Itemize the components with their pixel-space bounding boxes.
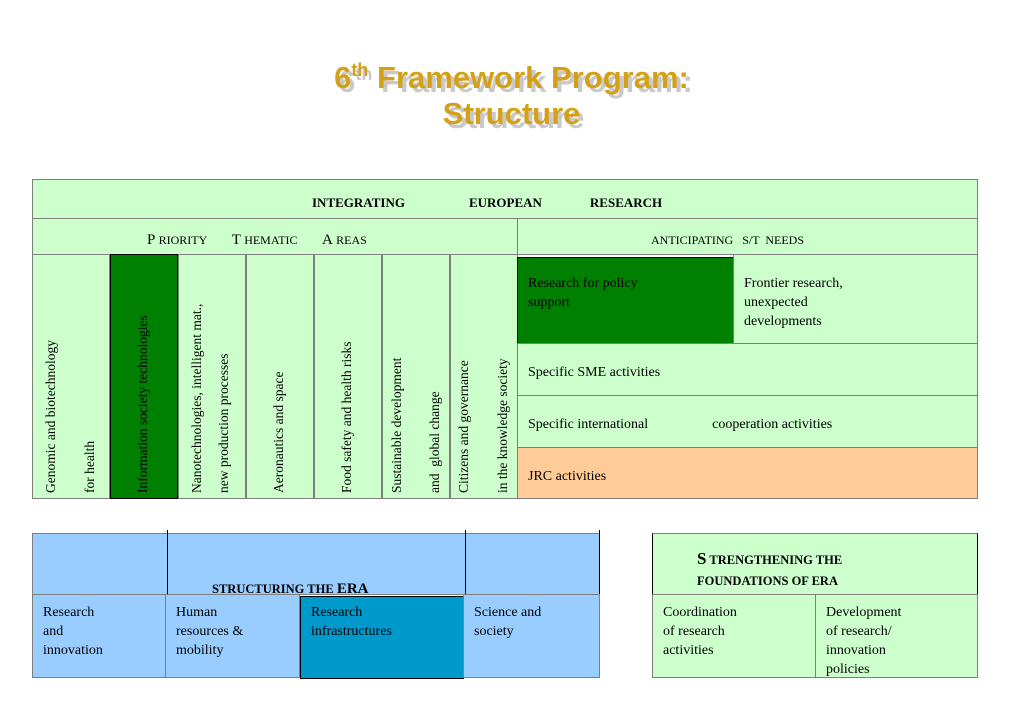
cell-line: mobility [176,643,224,658]
structuring-cell-science-society: Science and society [463,594,600,678]
cell-line: policies [826,662,870,677]
strengthening-cell-coordination: Coordination of research activities [652,594,816,678]
cell-line: infrastructures [311,624,392,639]
priority-column-sustainable: Sustainable development and global chang… [382,254,450,499]
structuring-header: STRUCTURING THE ERA [32,530,600,612]
priority-label: Food safety and health risks [339,341,354,493]
title-line-2: Structure [442,96,581,131]
priority-label: Citizens and governance [456,360,471,493]
cell-line: Science and [474,605,542,620]
priority-label: Information society technologies [135,315,150,493]
priority-column-citizens: Citizens and governance in the knowledge… [450,254,518,499]
priority-column-genomics: Genomic and biotechnology for health [32,254,110,499]
priority-label: Genomic and biotechnology [43,340,58,493]
cell-line: society [474,624,514,639]
anticipating-needs-label: ANTICIPATING S/T NEEDS [651,233,805,247]
priority-column-aeronautics: Aeronautics and space [246,254,314,499]
cell-line: of research [663,624,725,639]
structuring-divider-right [465,530,466,596]
strengthening-title: S TRENGTHENING THE FOUNDATIONS OF ERA [697,549,843,588]
priority-thematic-areas-header: P RIORITY T HEMATIC A REAS [32,218,518,255]
strengthening-cell-development: Development of research/ innovation poli… [815,594,978,678]
cell-line: Human [176,605,218,620]
structuring-cell-infrastructures: Research infrastructures [300,596,464,679]
priority-column-ist: Information society technologies [110,254,178,499]
jrc-activities-label: JRC activities [528,469,607,484]
frontier-research-cell: Frontier research, unexpected developmen… [733,254,978,344]
structuring-cell-human-resources: Human resources & mobility [165,594,300,678]
priority-label-line2: new production processes [216,353,231,493]
cell-line: of research/ [826,624,892,639]
structuring-divider-left [167,530,168,596]
cell-line: innovation [43,643,103,658]
anticipating-needs-header: ANTICIPATING S/T NEEDS [517,218,978,255]
structuring-cell-research-innovation: Research and innovation [32,594,166,678]
jrc-activities-cell: JRC activities [517,447,978,499]
structuring-title: STRUCTURING THE ERA [212,581,369,597]
sme-activities-cell: Specific SME activities [517,343,978,396]
priority-label-line2: in the knowledge society [495,358,510,493]
priority-label: Aeronautics and space [271,371,286,493]
cell-line: Development [826,605,902,620]
research-for-policy-cell: Research for policy support [517,257,734,345]
title-line-1: 6th Framework Program: [334,60,689,95]
priority-label: Sustainable development [389,357,404,493]
priority-label: Nanotechnologies, intelligent mat., [189,303,204,493]
cell-line: innovation [826,643,886,658]
priority-label-line2: and global change [427,391,442,493]
cell-line: resources & [176,624,244,639]
priority-column-food-safety: Food safety and health risks [314,254,382,499]
cell-line: Coordination [663,605,737,620]
cell-line: activities [663,643,714,658]
priority-label-line2: for health [82,440,97,493]
structuring-divider-edge [599,530,600,612]
sme-activities-label: Specific SME activities [528,365,661,380]
priority-column-nanotech: Nanotechnologies, intelligent mat., new … [178,254,246,499]
cell-line: and [43,624,64,639]
cell-line: Research [43,605,95,620]
page-title: 6th Framework Program: Structure [0,52,1023,132]
frontier-research-label: Frontier research, unexpected developmen… [744,276,843,329]
priority-thematic-areas-label: P RIORITY T HEMATIC A REAS [147,232,367,248]
strengthening-header: S TRENGTHENING THE FOUNDATIONS OF ERA [652,533,978,595]
research-for-policy-label: Research for policy support [528,276,638,310]
cell-line: Research [311,605,363,620]
